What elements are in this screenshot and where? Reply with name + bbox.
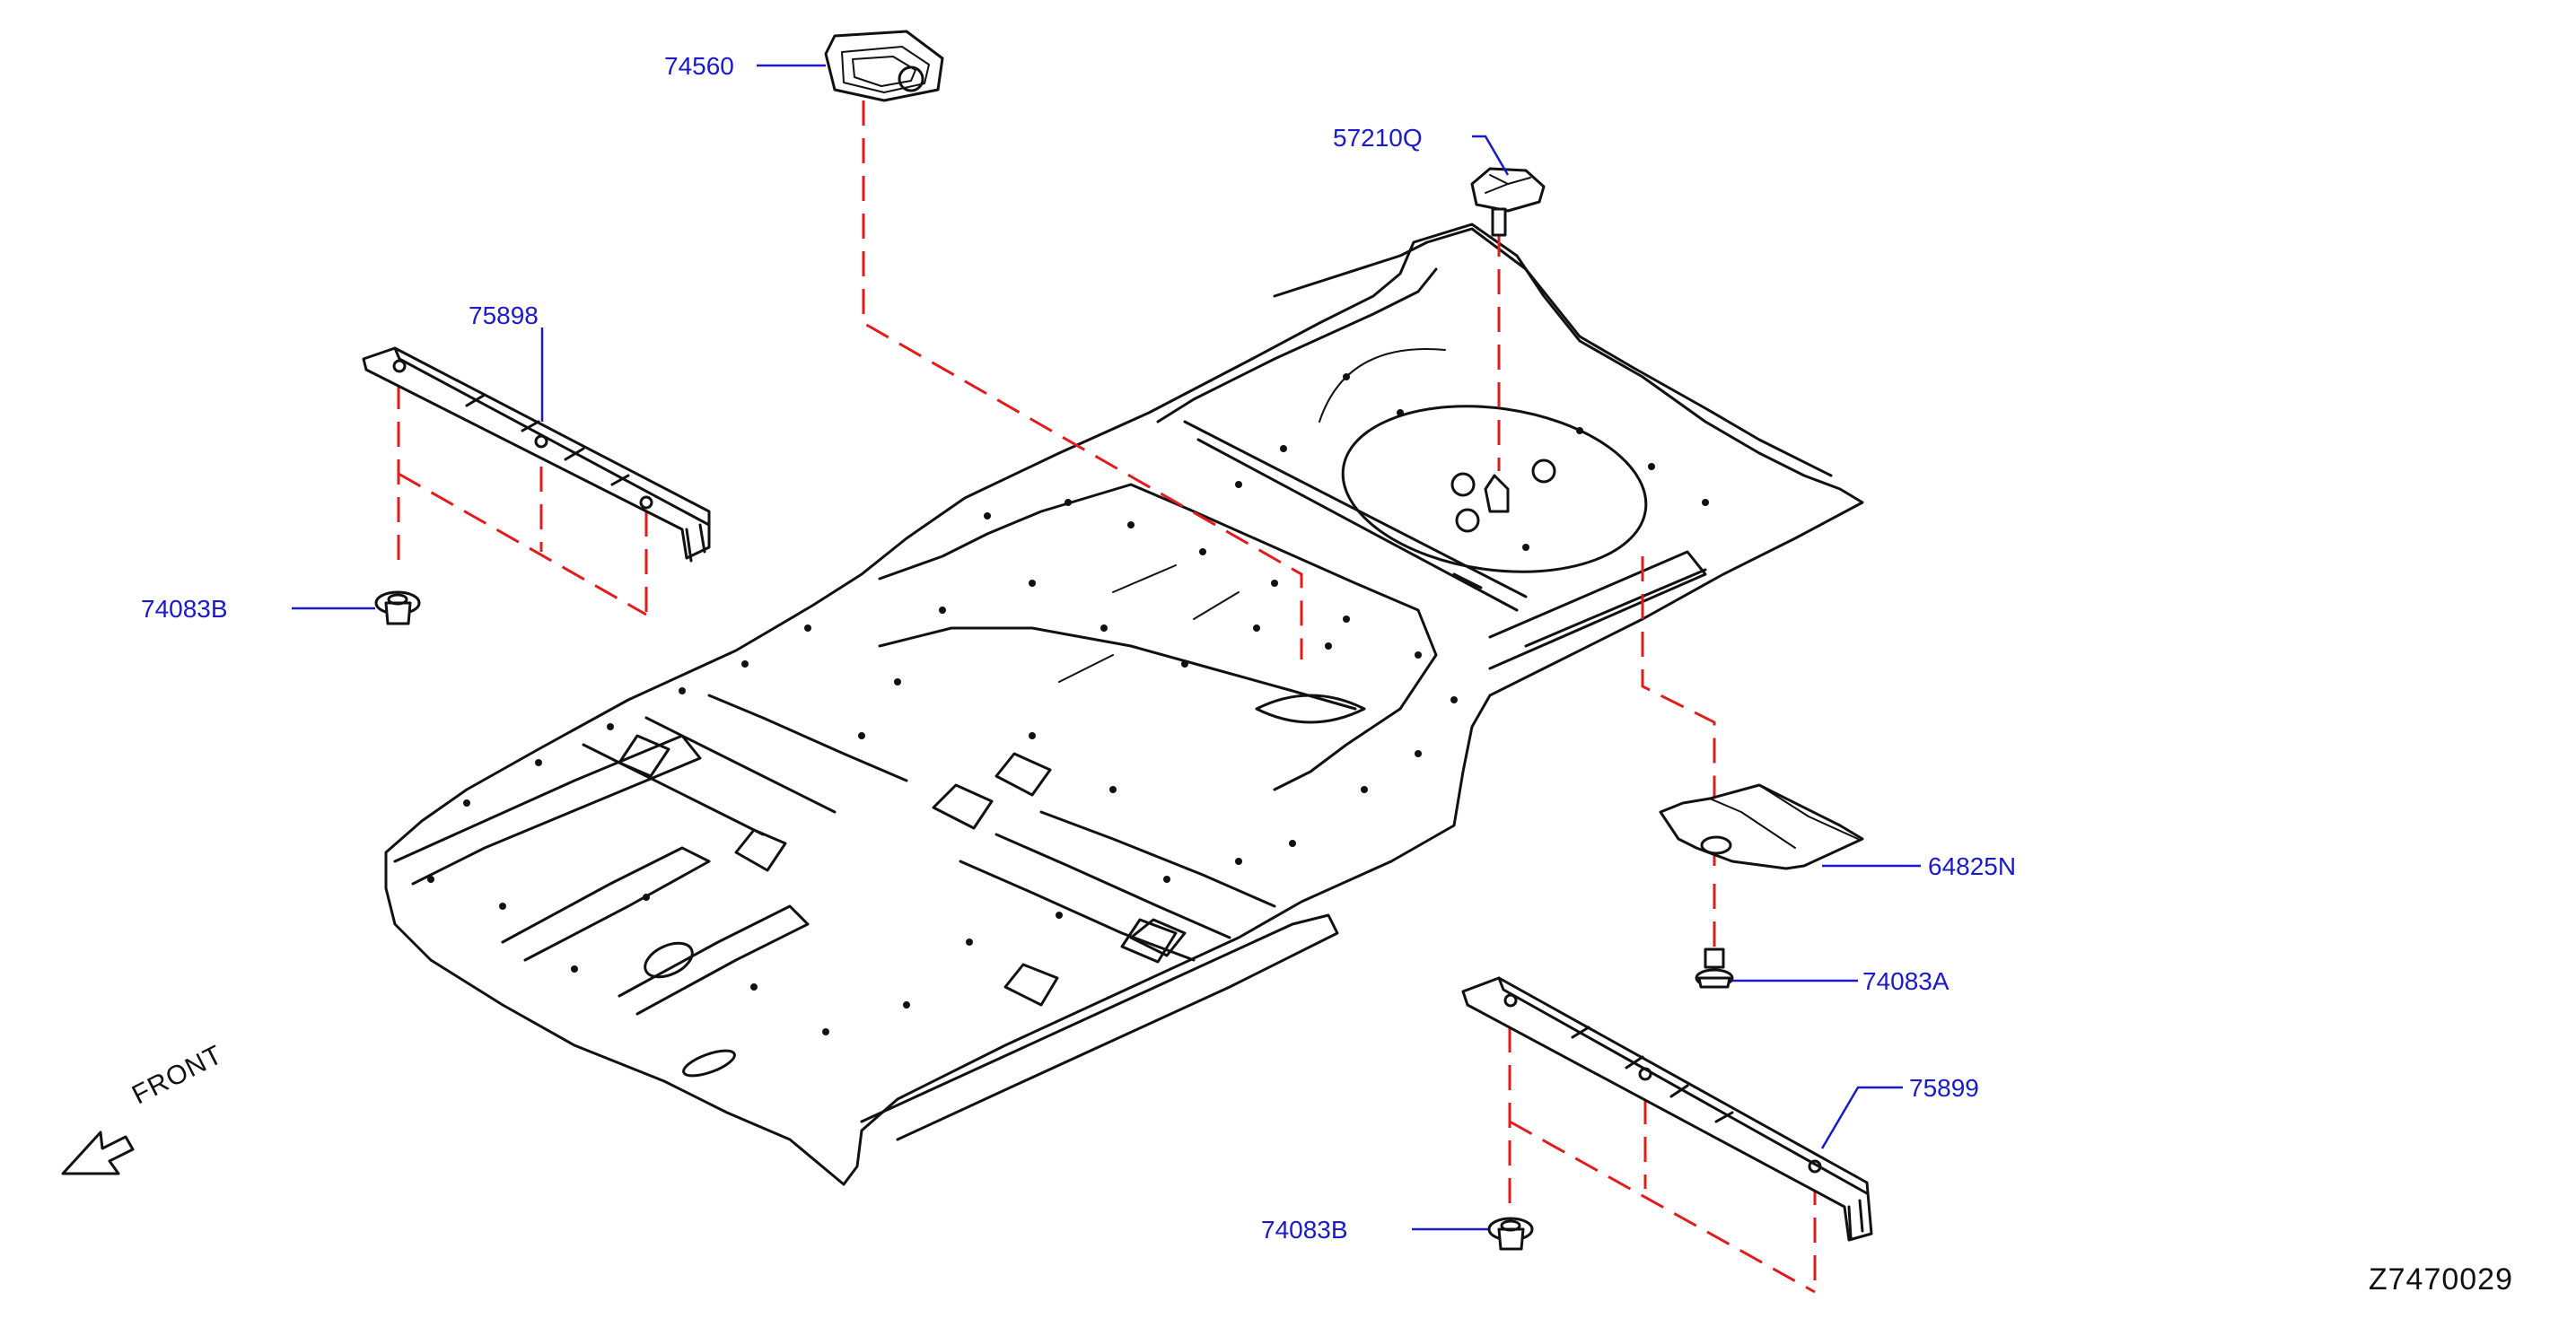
front-arrow [61,1131,135,1175]
spare-well-rim [1319,348,1446,423]
well-hole-3 [1455,508,1480,533]
label-75898: 75898 [469,301,539,329]
drain-plug-oval [644,941,694,979]
seat-bracket-4 [994,752,1052,797]
tunnel-exhaust-recess [1255,694,1366,724]
diagram-code: Z7470029 [2368,1262,2513,1297]
floor-panel [384,223,1864,1186]
center-tunnel [878,483,1438,791]
tunnel-ridge [878,626,1357,711]
well-hole-1 [1450,472,1476,497]
label-74083B-bottom: 74083B [1261,1216,1348,1244]
floor-panel-outline [384,223,1864,1186]
front-rib-3 [618,904,810,1016]
dash-75898 [397,384,648,616]
part-57210Q [1470,167,1546,237]
front-rib-2 [501,846,711,962]
part-74083B-top [374,590,421,625]
seat-bracket-5 [1120,918,1178,964]
floor-pad-oval [682,1049,736,1078]
front-arrow-icon [61,1131,135,1175]
assembly-lines [397,100,1817,1294]
spare-mount-stud [1484,474,1510,513]
front-side-sill [860,913,1339,1141]
seat-cross-member-right [959,810,1276,962]
tunnel-seam [1058,564,1240,683]
well-hole-2 [1531,458,1556,484]
label-75899: 75899 [1909,1074,1979,1102]
rear-lip [1273,227,1833,477]
rear-step [1156,267,1438,424]
label-74083A: 74083A [1862,967,1950,995]
seat-bracket-3 [932,783,994,830]
seat-cross-member-left [582,694,908,836]
label-74083B-top: 74083B [141,595,228,623]
part-75898 [362,346,711,563]
rear-side-rail [1488,550,1707,670]
seat-bracket-2 [734,828,787,872]
seat-bracket-6 [1003,963,1059,1007]
part-75899 [1461,976,1873,1242]
seat-bracket-1 [618,734,670,778]
seat-bracket-7 [1129,918,1187,957]
panel-fastener-holes [427,373,1709,1035]
leader-75899 [1820,1086,1903,1149]
part-74083B-bottom [1487,1217,1534,1251]
part-74083A [1695,947,1734,989]
dash-75899 [1508,1027,1817,1294]
label-64825N: 64825N [1928,852,2017,880]
leader-57210Q [1472,135,1510,176]
front-rib-1 [393,734,702,886]
leader-lines [292,64,1921,1231]
dash-74560 [862,100,1303,659]
dash-64825N [1641,556,1716,978]
part-74560 [824,30,944,102]
label-74560: 74560 [664,52,734,80]
part-64825N [1659,783,1864,870]
spare-tire-well [1341,405,1648,573]
rear-cross-member [1183,420,1528,612]
label-57210Q: 57210Q [1333,124,1423,152]
